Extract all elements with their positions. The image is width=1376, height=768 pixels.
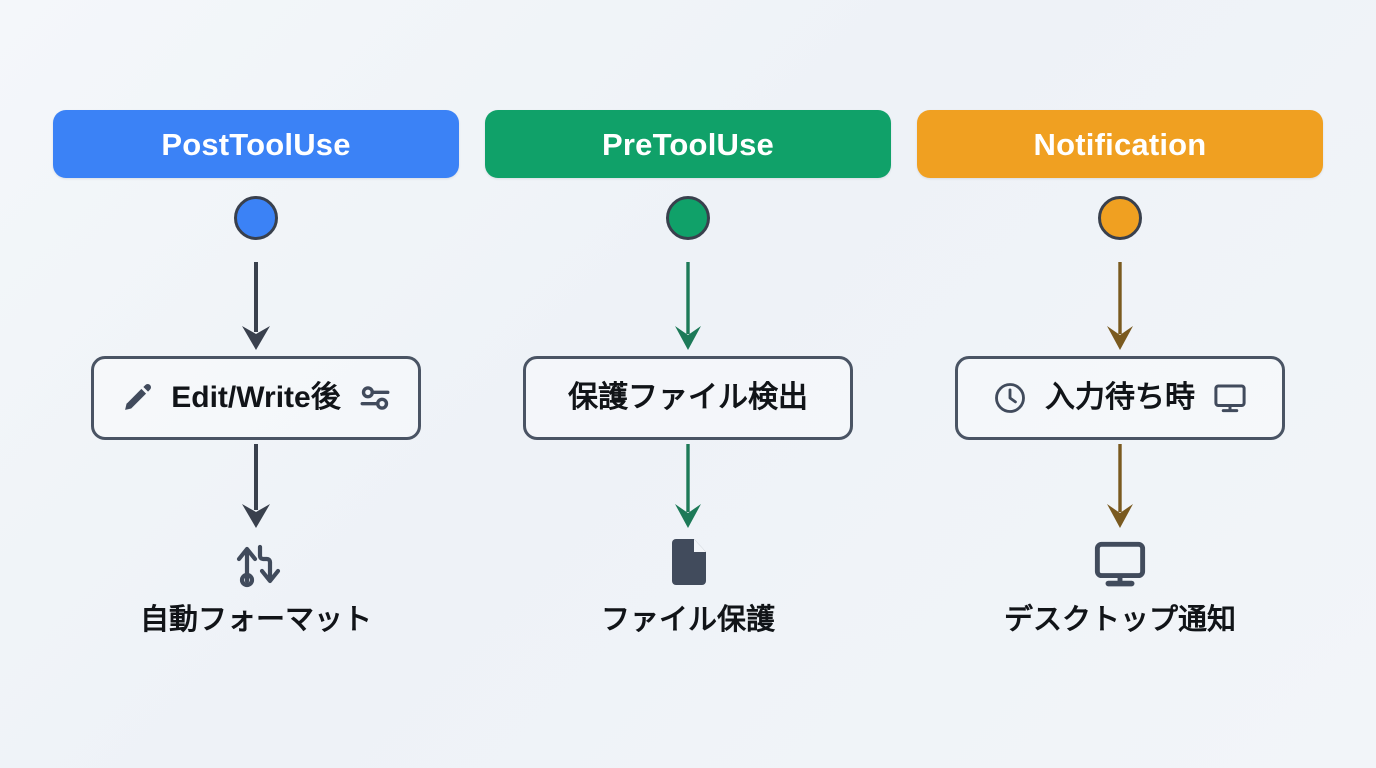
document-icon <box>664 537 712 589</box>
result-icon-wrap-pretooluse <box>664 534 712 592</box>
result-icon-wrap-posttooluse <box>230 534 282 592</box>
event-dot-wrap-pretooluse <box>666 178 710 258</box>
condition-label: Edit/Write後 <box>171 381 341 414</box>
flow-column-pretooluse: PreToolUse 保護ファイル検出 <box>485 110 891 635</box>
event-dot-wrap-notification <box>1098 178 1142 258</box>
header-pill-pretooluse[interactable]: PreToolUse <box>485 110 891 178</box>
arrow-dot-to-condition-pretooluse <box>675 262 701 350</box>
arrow-dot-to-condition-posttooluse <box>242 262 270 350</box>
event-dot-posttooluse <box>234 196 278 240</box>
clock-icon <box>992 380 1028 416</box>
header-pill-label: PostToolUse <box>161 126 351 162</box>
event-dot-wrap-posttooluse <box>234 178 278 258</box>
event-dot-pretooluse <box>666 196 710 240</box>
flow-column-notification: Notification 入力待ち時 <box>917 110 1323 635</box>
arrow-dot-to-condition-notification <box>1107 262 1133 350</box>
monitor-icon <box>1212 380 1248 416</box>
arrow-condition-to-result-pretooluse <box>675 444 701 528</box>
result-label-pretooluse: ファイル保護 <box>600 604 775 636</box>
arrow-condition-to-result-posttooluse <box>242 444 270 528</box>
format-arrows-icon <box>230 537 282 589</box>
header-pill-label: PreToolUse <box>602 126 774 162</box>
flow-column-posttooluse: PostToolUse Edit/Write後 <box>53 110 459 635</box>
header-pill-posttooluse[interactable]: PostToolUse <box>53 110 459 178</box>
event-dot-notification <box>1098 196 1142 240</box>
result-label-notification: デスクトップ通知 <box>1003 604 1236 636</box>
sliders-icon <box>358 381 392 415</box>
monitor-icon <box>1092 535 1148 591</box>
arrow-condition-to-result-notification <box>1107 444 1133 528</box>
header-pill-notification[interactable]: Notification <box>917 110 1323 178</box>
condition-box-notification[interactable]: 入力待ち時 <box>955 356 1285 440</box>
pencil-icon <box>120 381 154 415</box>
condition-label: 保護ファイル検出 <box>568 381 808 414</box>
header-pill-label: Notification <box>1033 126 1207 162</box>
condition-label: 入力待ち時 <box>1045 381 1195 414</box>
condition-box-pretooluse[interactable]: 保護ファイル検出 <box>523 356 853 440</box>
result-icon-wrap-notification <box>1092 534 1148 592</box>
condition-box-posttooluse[interactable]: Edit/Write後 <box>91 356 421 440</box>
result-label-posttooluse: 自動フォーマット <box>139 604 372 636</box>
